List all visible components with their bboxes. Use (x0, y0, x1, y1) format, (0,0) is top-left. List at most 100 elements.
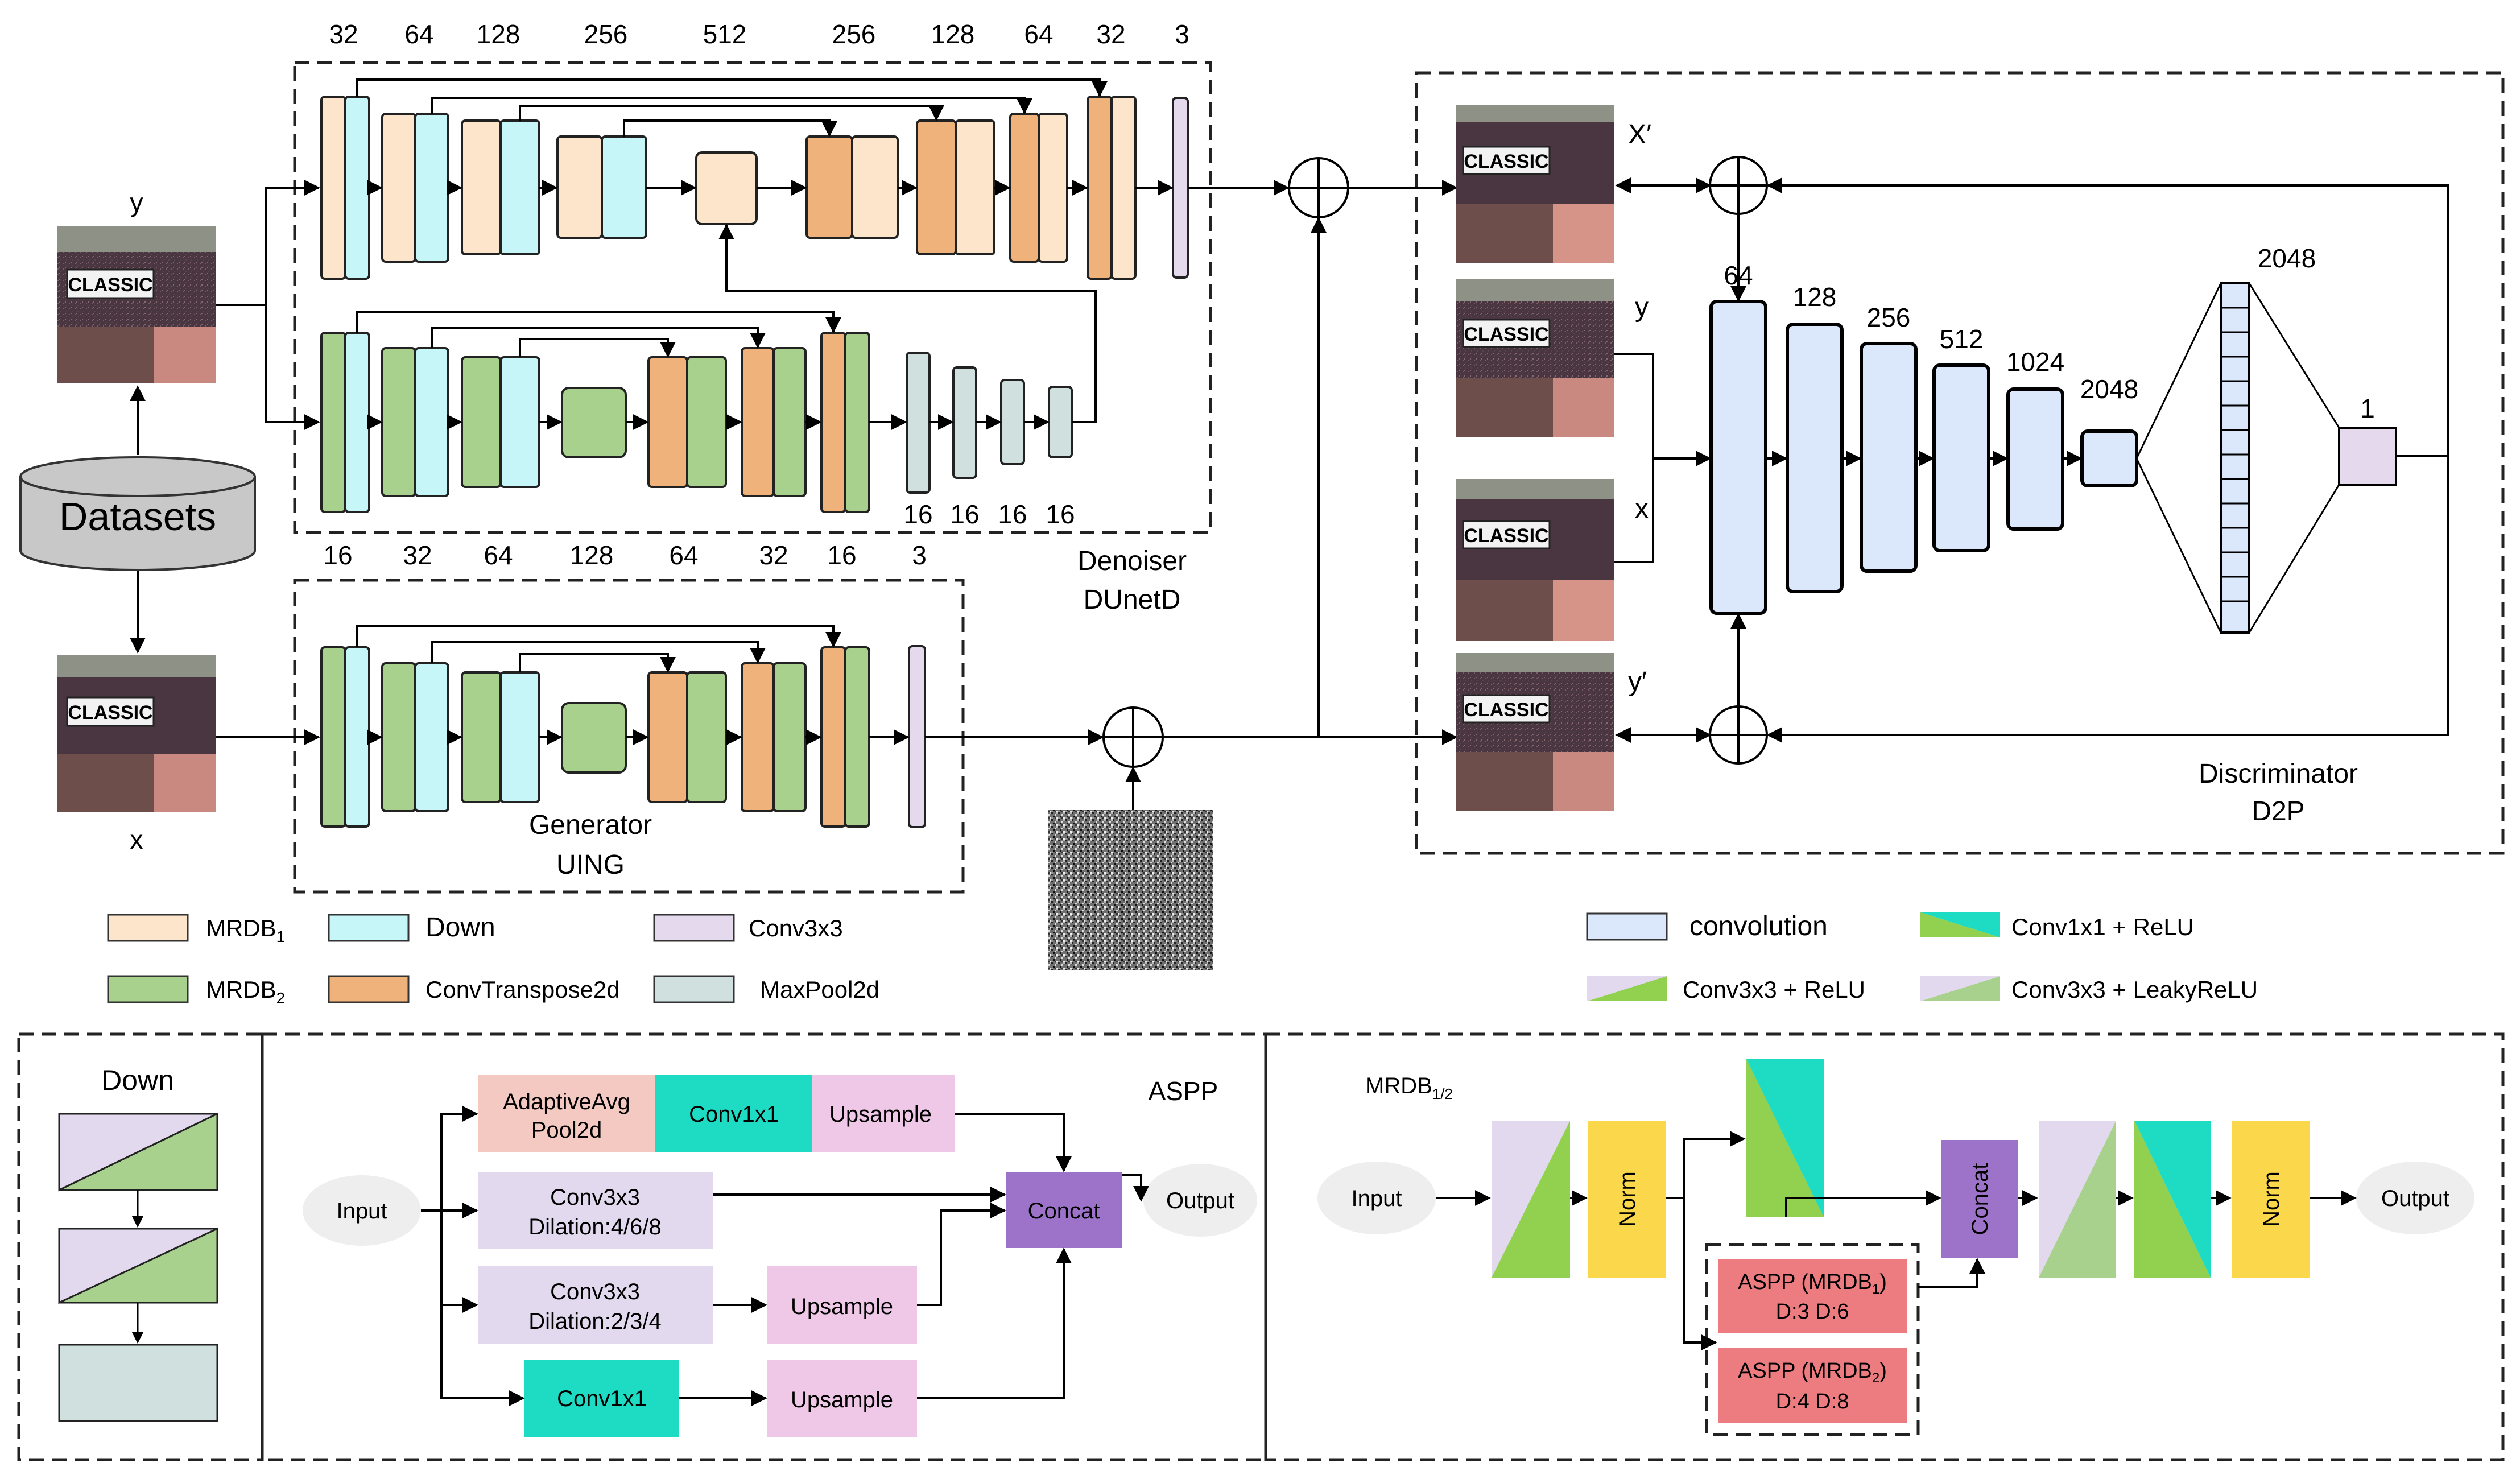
aspp-upsample-box (812, 1075, 955, 1152)
aspp-conv1x1-box (655, 1075, 812, 1152)
legend-maxpool-swatch (653, 975, 735, 1003)
clean-image-x: CLASSIC (57, 655, 216, 812)
mrdb-input-label: Input (1352, 1186, 1402, 1211)
down-conv3x3-relu-block (58, 1227, 218, 1304)
image-caption-text: CLASSIC (1464, 324, 1548, 345)
input-y-label: y (130, 188, 143, 217)
down-block (414, 662, 449, 812)
disc-sum-bottom (1709, 705, 1768, 765)
channel-label: 256 (832, 19, 876, 49)
convolution-block (1932, 363, 1990, 552)
channel-label: 3 (1175, 19, 1189, 49)
mrdb2-block (772, 347, 807, 497)
aspp-conv-b-box (478, 1266, 713, 1344)
conv3x3-block (908, 645, 926, 828)
legend-mrdb1-swatch (107, 914, 189, 942)
junction-arrows (925, 180, 1458, 810)
down-maxpool-block (58, 1344, 218, 1422)
disc-x-label: x (1635, 494, 1649, 524)
mrdb-aspp1-label: ASPP (MRDB1) (1738, 1270, 1887, 1297)
channel-label: 16 (323, 540, 352, 570)
disc-arrows (1614, 177, 2449, 743)
disc-image-y: CLASSIC (1456, 279, 1614, 437)
convolution-block (2006, 387, 2064, 531)
disc-image-xprime: CLASSIC (1456, 105, 1614, 263)
mrdb1-block (1110, 96, 1137, 280)
generator-label: Generator (529, 810, 652, 840)
legend-convtranspose-swatch (328, 975, 410, 1003)
noisy-image-y: CLASSIC (57, 226, 216, 383)
disc-sum-top (1709, 156, 1768, 215)
disc-channel-label: 256 (1867, 303, 1911, 332)
mrdb2-block (320, 332, 346, 513)
convolution-block (2080, 429, 2138, 487)
disc-channel-label: 2048 (2080, 374, 2138, 404)
mrdb2-block (320, 646, 346, 828)
mrdb-conv3x3-relu-block (1492, 1121, 1570, 1278)
down-block (344, 646, 370, 828)
down-block (344, 96, 370, 280)
dashed-frames (17, 61, 2505, 1461)
mrdb-concat-box (1941, 1140, 2018, 1258)
aspp-conv-a-label: Dilation:4/6/8 (528, 1214, 661, 1240)
aspp-output-label: Output (1166, 1188, 1234, 1213)
mrdb1-block (461, 119, 502, 255)
top-sum-junction (1288, 157, 1349, 218)
legend-mrdb2-label: MRDB2 (206, 976, 285, 1007)
mrdb1-block (381, 113, 416, 263)
aspp-concat-box (1006, 1172, 1122, 1248)
channel-label: 64 (1024, 19, 1053, 49)
mrdb-aspp1-box (1718, 1259, 1907, 1333)
convtranspose-block (741, 662, 775, 812)
legend-convolution-swatch (1586, 912, 1668, 941)
convolution-block (1786, 323, 1844, 593)
legend-conv3x3-label: Conv3x3 (749, 915, 843, 941)
legend-convolution-label: convolution (1689, 911, 1828, 941)
mrdb-panel-title: MRDB1/2 (1365, 1073, 1453, 1102)
mrdb-arrows (1436, 1131, 2357, 1350)
mrdb2-block (686, 671, 727, 803)
down-panel-title: Down (101, 1064, 174, 1096)
image-caption-text: CLASSIC (1464, 699, 1548, 721)
mrdb2-block (844, 332, 870, 513)
mrdb-input-oval (1317, 1162, 1436, 1234)
down-block (601, 135, 647, 239)
legend-conv3x3-leaky-label: Conv3x3 + LeakyReLU (2011, 976, 2258, 1003)
channel-label: 64 (484, 540, 513, 570)
noise-sum-junction (1102, 706, 1164, 768)
mrdb2-block (461, 671, 502, 803)
aspp-title: ASPP (1149, 1076, 1218, 1106)
disc-channel-label: 1024 (2006, 347, 2064, 377)
legend-convtranspose-label: ConvTranspose2d (425, 976, 620, 1003)
input-x-label: x (130, 825, 143, 854)
aspp-upsample-box (767, 1266, 917, 1344)
input-arrows (130, 180, 320, 745)
aspp-conv-b-label: Dilation:2/3/4 (528, 1309, 661, 1334)
mrdb2-block (381, 662, 416, 812)
denoiser-frame (293, 61, 1212, 534)
aspp-upsample-label: Upsample (829, 1102, 932, 1127)
mrdb1-block (695, 151, 758, 225)
maxpool-block (1048, 386, 1073, 458)
denoiser-top-arrows (356, 78, 1174, 196)
conv3x3-block (1172, 97, 1189, 279)
mrdb2-block (686, 356, 727, 488)
legend-mrdb1-label: MRDB1 (206, 915, 285, 945)
aspp-arrows (421, 1106, 1149, 1406)
maxpool-channel-label: 16 (1046, 499, 1075, 529)
disc-channel-label: 512 (1940, 324, 1984, 354)
aspp-conv-a-box (478, 1172, 713, 1249)
channel-label: 128 (570, 540, 614, 570)
disc-xprime-label: X′ (1628, 119, 1651, 150)
generator-arrows (356, 625, 910, 745)
generator-name: UING (556, 850, 625, 880)
mrdb-output-label: Output (2381, 1186, 2449, 1211)
maxpool-block (952, 366, 977, 479)
convtranspose-block (647, 671, 688, 803)
mrdb-conv3x3-leaky-block (2039, 1121, 2116, 1278)
mrdb-aspp2-label: ASPP (MRDB2) (1738, 1359, 1887, 1386)
channel-label: 16 (827, 540, 856, 570)
channel-label: 256 (584, 19, 628, 49)
legend-down-label: Down (425, 912, 495, 943)
mrdb-norm-box (1588, 1121, 1666, 1278)
